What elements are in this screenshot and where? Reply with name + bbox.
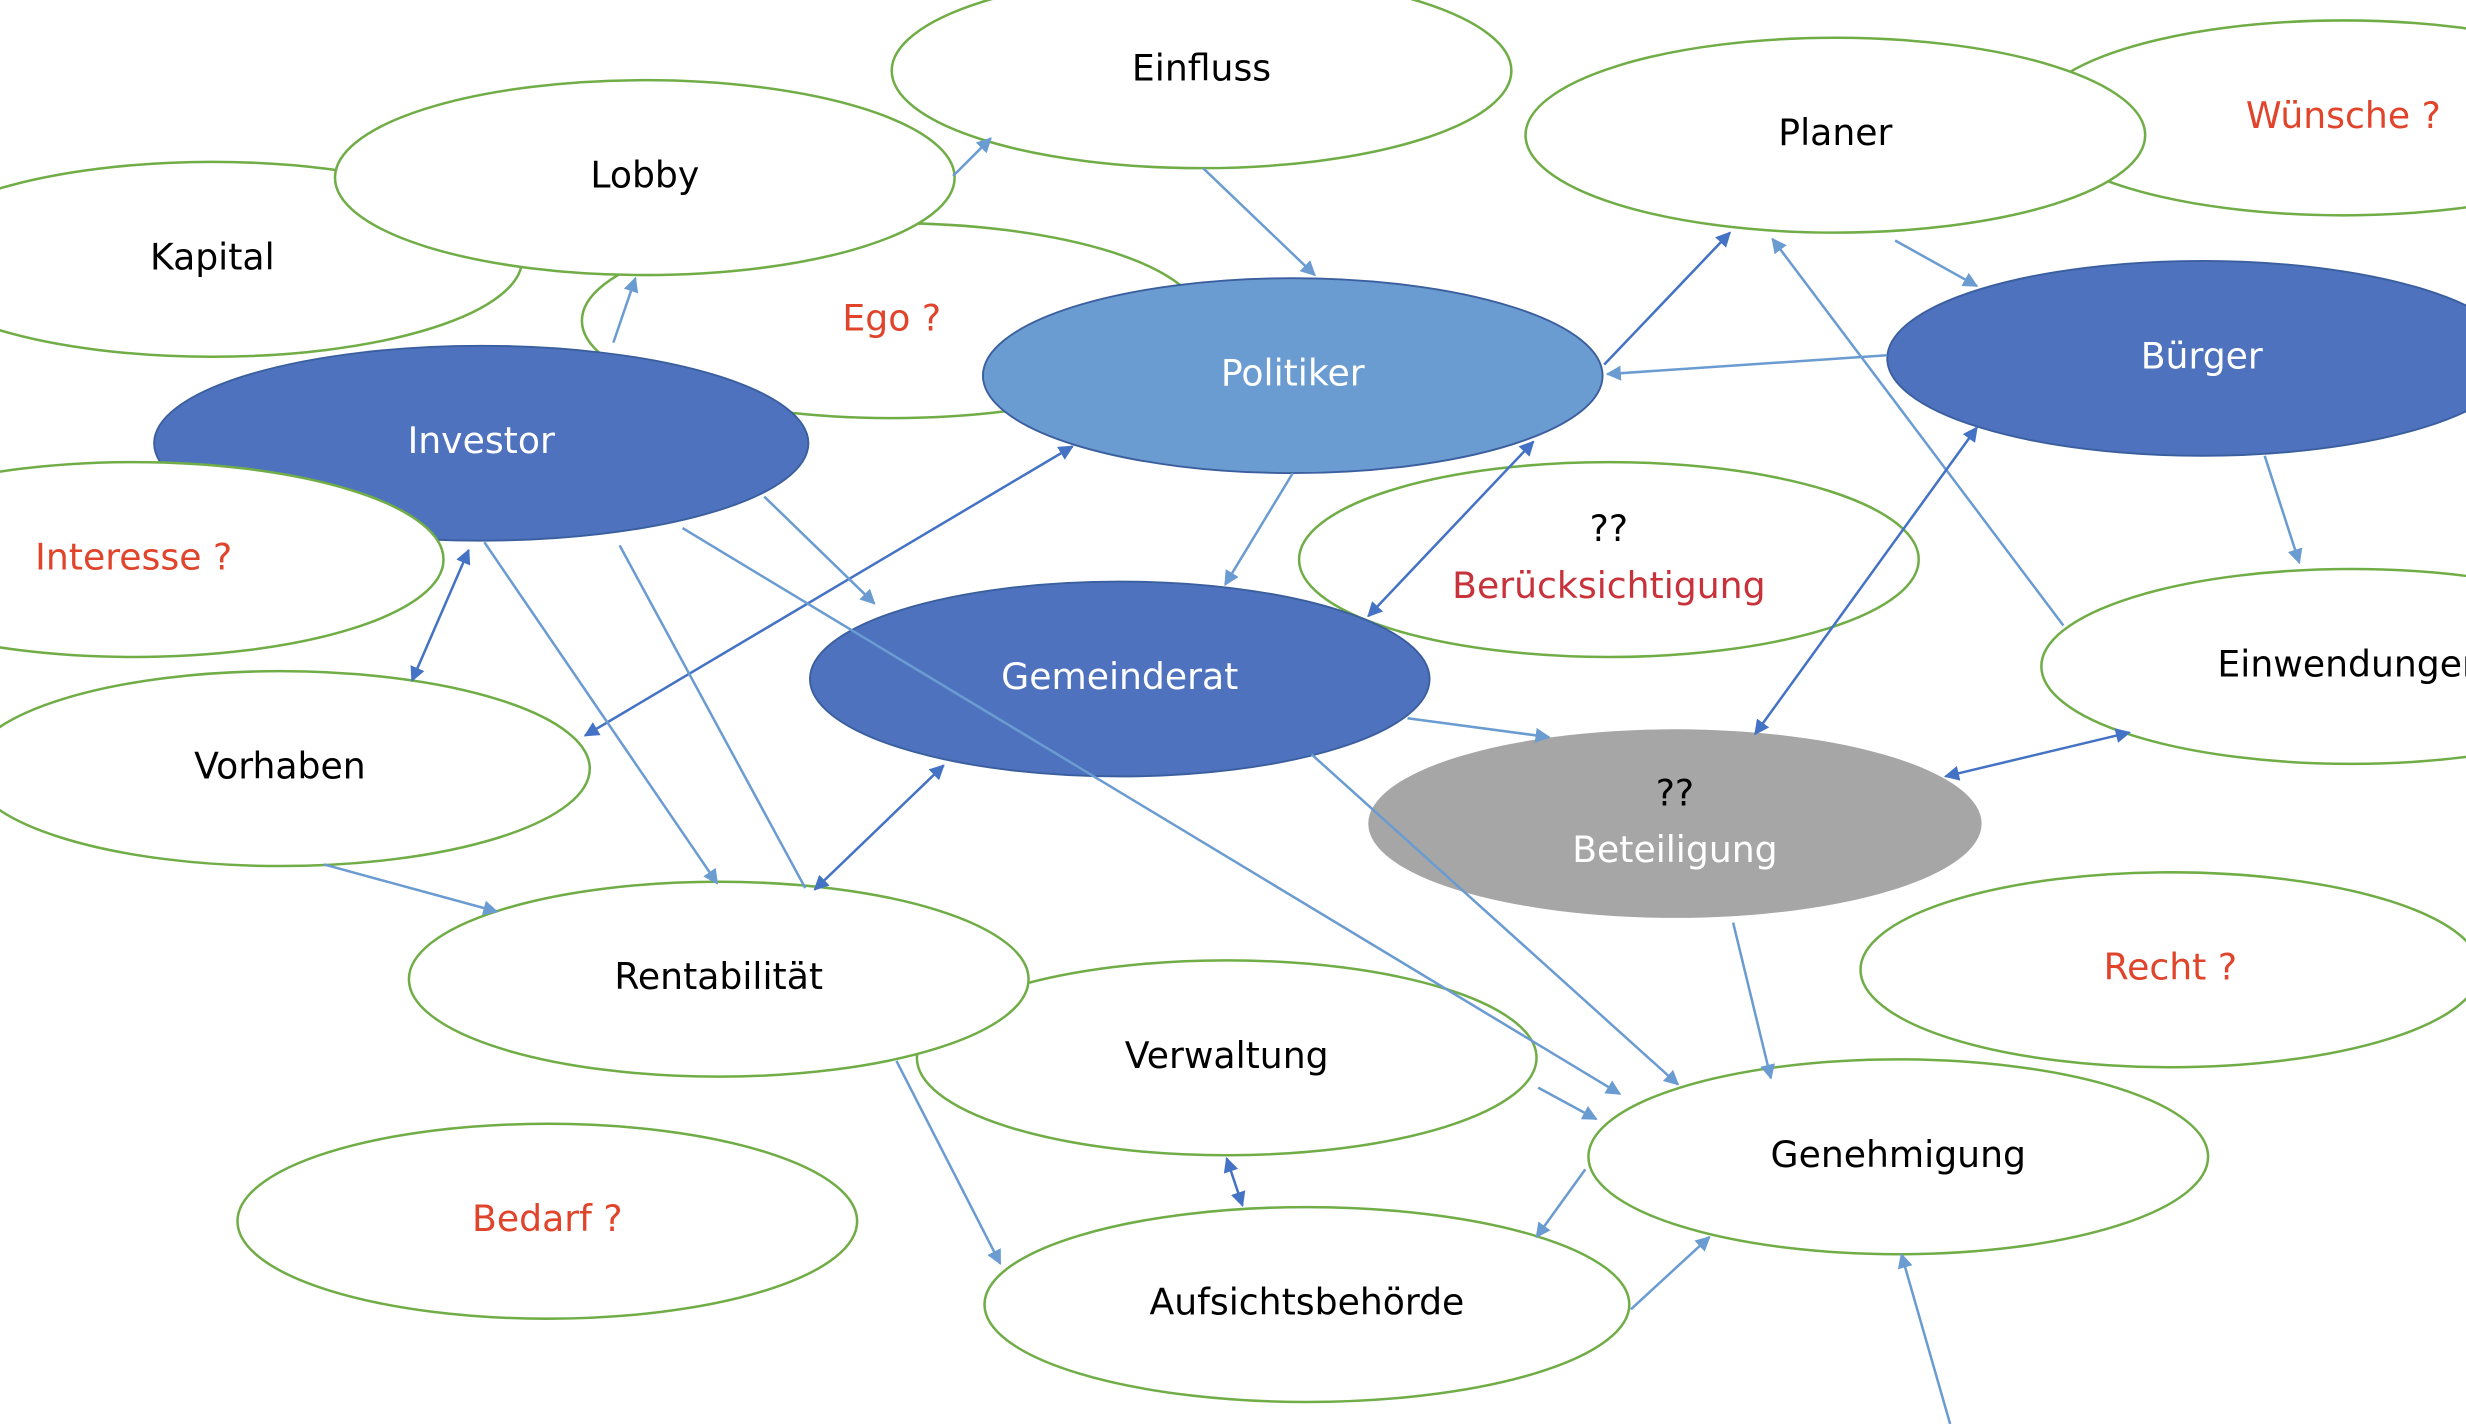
node-label-rentabilitaet: Rentabilität [614, 955, 823, 998]
node-label-beruecksichtigung-0: ?? [1590, 507, 1628, 550]
node-lobby [333, 78, 956, 277]
edge-genehmigung-to-aufsichtsbehoerde [1535, 1168, 1587, 1239]
node-aufsichtsbehoerde [983, 1205, 1631, 1404]
edge-politiker-to-vorhaben [583, 445, 1074, 737]
edge-vorhaben-to-rentabilitaet [323, 863, 499, 916]
node-label-buerger: Bürger [2141, 334, 2263, 377]
node-planer [1524, 36, 2147, 234]
node-label-einfluss: Einfluss [1132, 47, 1271, 90]
edge-planer-to-buerger [1894, 239, 1979, 288]
edge-rentabilitaet-to-aufsichtsbehoerde [895, 1060, 1002, 1266]
edge-offscreen-bottom-to-genehmigung [1897, 1252, 1952, 1424]
node-label-genehmigung: Genehmigung [1771, 1133, 2026, 1176]
node-label-beteiligung-1: Beteiligung [1572, 828, 1777, 871]
node-label-recht: Recht ? [2104, 946, 2237, 989]
node-label-verwaltung: Verwaltung [1125, 1034, 1329, 1077]
edge-lobby-to-einfluss [952, 137, 992, 177]
node-label-ego: Ego ? [842, 297, 941, 340]
node-rentabilitaet [407, 880, 1030, 1078]
node-label-politiker: Politiker [1221, 352, 1365, 395]
node-label-interesse: Interesse ? [35, 536, 232, 579]
node-beteiligung [1368, 729, 1982, 918]
node-label-investor: Investor [408, 419, 555, 462]
node-recht [1859, 871, 2466, 1069]
edge-investor-to-lobby [612, 276, 639, 344]
edge-buerger-to-politiker [1605, 353, 1888, 381]
node-label-wuensche: Wünsche ? [2246, 94, 2441, 137]
node-bedarf [236, 1122, 859, 1320]
node-label-beruecksichtigung-1: Berücksichtigung [1452, 564, 1765, 607]
edge-investor-to-vorhaben [410, 548, 471, 682]
edge-politiker-to-gemeinderat [1224, 472, 1294, 586]
node-einfluss [890, 0, 1513, 170]
node-einwendungen [2040, 567, 2466, 766]
node-label-einwendungen: Einwendungen [2217, 642, 2466, 685]
node-verwaltung [915, 959, 1538, 1157]
node-label-kapital: Kapital [150, 235, 275, 278]
edge-politiker-to-planer [1603, 231, 1732, 366]
node-label-beteiligung-0: ?? [1656, 771, 1694, 814]
edge-investor-to-rentabilitaet [483, 541, 719, 885]
edge-investor-to-genehmigung [681, 527, 1622, 1096]
node-vorhaben [0, 669, 591, 868]
edge-aufsichtsbehoerde-to-genehmigung [1630, 1235, 1711, 1311]
node-beruecksichtigung [1297, 460, 1920, 659]
edge-rentabilitaet-to-gemeinderat [813, 764, 945, 891]
node-label-vorhaben: Vorhaben [194, 745, 366, 788]
edge-buerger-to-beteiligung [1754, 426, 1978, 736]
edge-verwaltung-to-aufsichtsbehoerde [1223, 1156, 1246, 1207]
edge-investor-to-gemeinderat [763, 495, 876, 605]
edge-buerger-to-einwendungen [2263, 455, 2303, 565]
node-label-planer: Planer [1778, 111, 1892, 154]
edge-politiker-to-gemeinderat [1367, 440, 1535, 618]
edge-einfluss-to-politiker [1202, 167, 1316, 277]
node-buerger [1886, 259, 2466, 457]
edge-beteiligung-to-genehmigung [1731, 922, 1775, 1080]
node-label-lobby: Lobby [590, 154, 699, 197]
edge-gemeinderat-to-beteiligung [1407, 717, 1551, 743]
edge-rentabilitaet-to-investor [618, 544, 807, 889]
edge-gemeinderat-to-genehmigung [1310, 753, 1680, 1086]
edge-verwaltung-to-genehmigung [1537, 1086, 1598, 1121]
node-label-gemeinderat: Gemeinderat [1001, 655, 1238, 698]
node-label-aufsichtsbehoerde: Aufsichtsbehörde [1150, 1281, 1465, 1324]
edges-layer [323, 137, 2303, 1424]
node-label-bedarf: Bedarf ? [472, 1197, 622, 1240]
edge-beteiligung-to-einwendungen [1943, 728, 2131, 781]
